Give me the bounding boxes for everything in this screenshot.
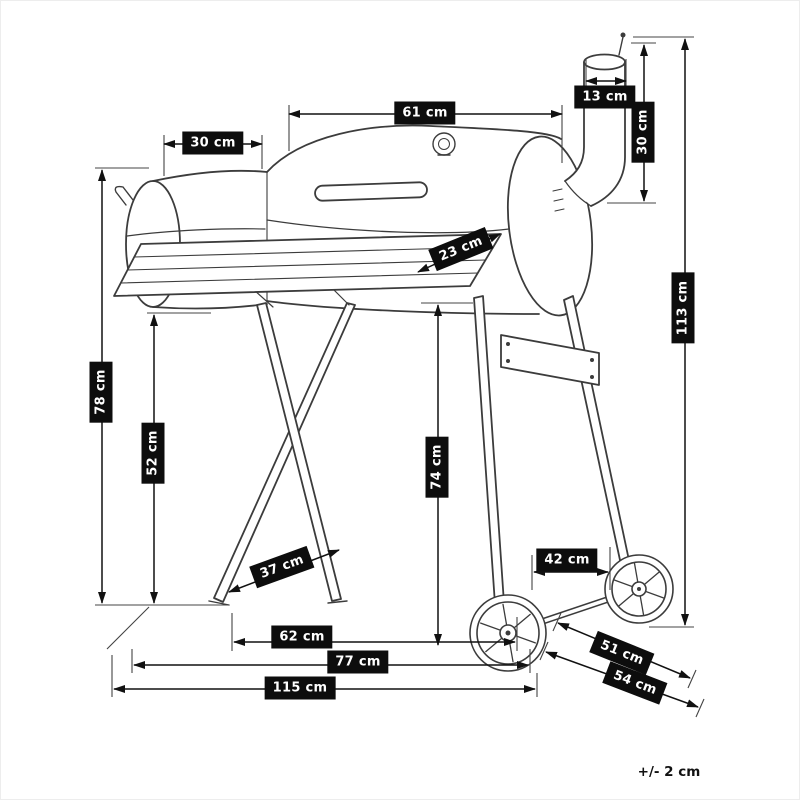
barrel-lid-top bbox=[266, 124, 562, 173]
chimney-base-joint bbox=[564, 180, 592, 207]
dim-label-chimney-height: 30 cm bbox=[631, 101, 655, 163]
chimney-damper-knob bbox=[620, 32, 626, 38]
grill-drawing bbox=[113, 32, 674, 672]
dim-label-firebox-clearance: 52 cm bbox=[141, 422, 165, 484]
lid-thermometer bbox=[432, 132, 456, 156]
dim-label-chimney-diameter: 13 cm bbox=[574, 85, 636, 109]
firebox-lid-seam bbox=[126, 228, 266, 237]
dim-label-barrel-width: 61 cm bbox=[394, 101, 456, 125]
chimney bbox=[564, 32, 626, 207]
rear-leg-far bbox=[563, 295, 635, 589]
wheel-rear bbox=[604, 554, 674, 624]
wheel-front bbox=[469, 594, 547, 672]
brace-screws bbox=[506, 342, 594, 379]
firebox-handle bbox=[114, 185, 134, 206]
rear-legs bbox=[473, 295, 641, 637]
tolerance-note: +/- 2 cm bbox=[637, 764, 701, 780]
dim-label-wheel-track: 42 cm bbox=[536, 548, 598, 572]
dim-label-total-height: 113 cm bbox=[671, 272, 695, 344]
chimney-pipe-fill bbox=[565, 62, 625, 206]
front-leg-right bbox=[256, 302, 342, 602]
dim-label-leg-span: 62 cm bbox=[271, 625, 333, 649]
barrel-bottom bbox=[266, 300, 540, 315]
dim-label-left-height: 78 cm bbox=[89, 361, 113, 423]
dim-label-base-width: 77 cm bbox=[327, 650, 389, 674]
chimney-pipe-left-edge bbox=[564, 61, 585, 182]
front-legs bbox=[208, 302, 356, 606]
chimney-top-opening bbox=[583, 53, 626, 71]
leg-feet bbox=[208, 600, 348, 606]
dim-label-overall-width: 115 cm bbox=[264, 676, 336, 700]
dim-label-leg-height: 74 cm bbox=[425, 436, 449, 498]
chimney-damper-pin bbox=[618, 36, 624, 56]
front-leg-left bbox=[213, 302, 356, 603]
rear-brace-panel bbox=[500, 334, 600, 386]
chimney-pipe-right-edge bbox=[590, 61, 626, 207]
lid-handle bbox=[314, 181, 428, 202]
barrel-vent-slits bbox=[552, 188, 565, 212]
dim-label-firebox-width: 30 cm bbox=[182, 131, 244, 155]
